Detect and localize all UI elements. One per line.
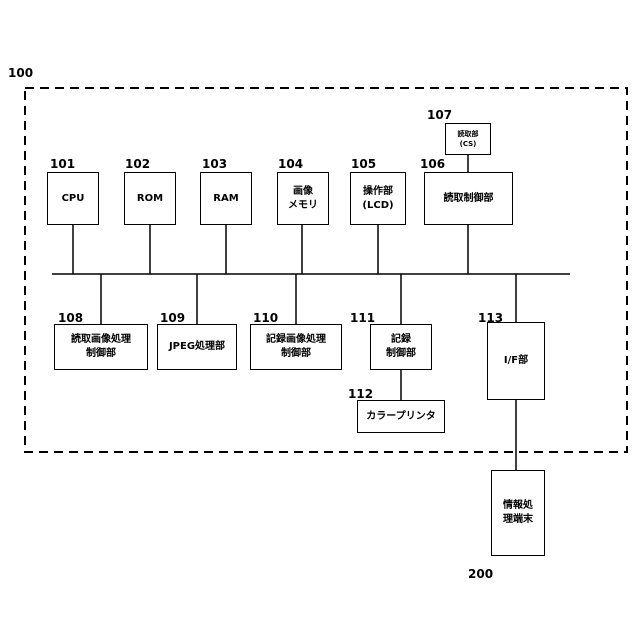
record-control-label: 記録 制御部	[386, 333, 416, 361]
printer-block: カラープリンタ	[357, 400, 445, 433]
ram-ref: 103	[202, 157, 227, 171]
ram-block: RAM	[200, 172, 252, 225]
jpeg-ref: 109	[160, 311, 185, 325]
jpeg-block: JPEG処理部	[157, 324, 237, 370]
terminal-block: 情報処 理端末	[491, 470, 545, 556]
read-control-block: 読取制御部	[424, 172, 513, 225]
cpu-block: CPU	[47, 172, 99, 225]
system-ref: 100	[8, 66, 33, 80]
read-image-proc-block: 読取画像処理 制御部	[54, 324, 148, 370]
reader-ref: 107	[427, 108, 452, 122]
record-image-proc-label: 記録画像処理 制御部	[266, 333, 326, 361]
read-control-ref: 106	[420, 157, 445, 171]
jpeg-label: JPEG処理部	[169, 340, 225, 354]
terminal-ref: 200	[468, 567, 493, 581]
rom-label: ROM	[137, 192, 163, 206]
rom-block: ROM	[124, 172, 176, 225]
terminal-label: 情報処 理端末	[503, 499, 533, 527]
read-image-proc-ref: 108	[58, 311, 83, 325]
rom-ref: 102	[125, 157, 150, 171]
operation-block: 操作部 (LCD)	[350, 172, 406, 225]
if-label: I/F部	[504, 354, 528, 368]
operation-label: 操作部 (LCD)	[362, 185, 393, 213]
read-control-label: 読取制御部	[444, 192, 494, 206]
record-image-proc-ref: 110	[253, 311, 278, 325]
read-image-proc-label: 読取画像処理 制御部	[71, 333, 131, 361]
reader-block: 読取部 (CS)	[445, 123, 491, 155]
if-block: I/F部	[487, 322, 545, 400]
printer-label: カラープリンタ	[366, 410, 435, 424]
image-memory-block: 画像 メモリ	[277, 172, 329, 225]
image-memory-label: 画像 メモリ	[288, 185, 318, 213]
record-control-block: 記録 制御部	[370, 324, 432, 370]
ram-label: RAM	[213, 192, 238, 206]
cpu-ref: 101	[50, 157, 75, 171]
printer-ref: 112	[348, 387, 373, 401]
record-image-proc-block: 記録画像処理 制御部	[250, 324, 342, 370]
operation-ref: 105	[351, 157, 376, 171]
cpu-label: CPU	[62, 192, 85, 206]
record-control-ref: 111	[350, 311, 375, 325]
image-memory-ref: 104	[278, 157, 303, 171]
reader-label: 読取部 (CS)	[458, 129, 479, 149]
